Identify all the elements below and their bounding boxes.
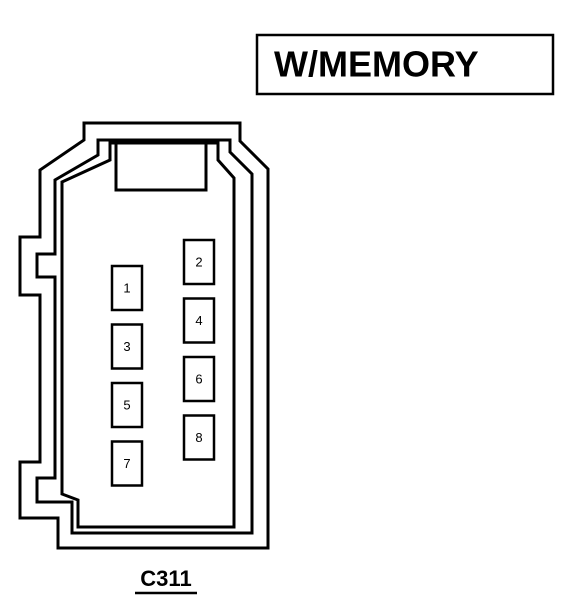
connector-id-label: C311 [140,566,191,591]
pin-cavity-8 [182,414,216,461]
pin-label-4: 4 [195,313,202,328]
pin-label-7: 7 [123,456,130,471]
connector-middle-outline [35,138,254,535]
connector-inner-cavity [60,141,236,529]
pin-label-8: 8 [195,430,202,445]
pin-cavity-2 [182,238,216,286]
pin-group: 1 2 3 4 5 6 7 8 [110,238,216,487]
header-box [255,33,555,96]
header-label: W/MEMORY [274,44,479,85]
pin-cavity-6 [182,355,216,403]
pin-cavity-4 [182,297,216,344]
pin-label-6: 6 [195,372,202,387]
pin-cavity-1 [110,264,144,312]
pin-label-3: 3 [123,339,130,354]
connector-lock-tab [114,141,208,192]
pin-cavity-5 [110,381,144,429]
pin-label-5: 5 [123,398,130,413]
pin-label-1: 1 [123,281,130,296]
connector-outer-shell [18,121,270,550]
pin-label-2: 2 [195,255,202,270]
pin-cavity-3 [110,323,144,370]
pin-cavity-7 [110,440,144,487]
